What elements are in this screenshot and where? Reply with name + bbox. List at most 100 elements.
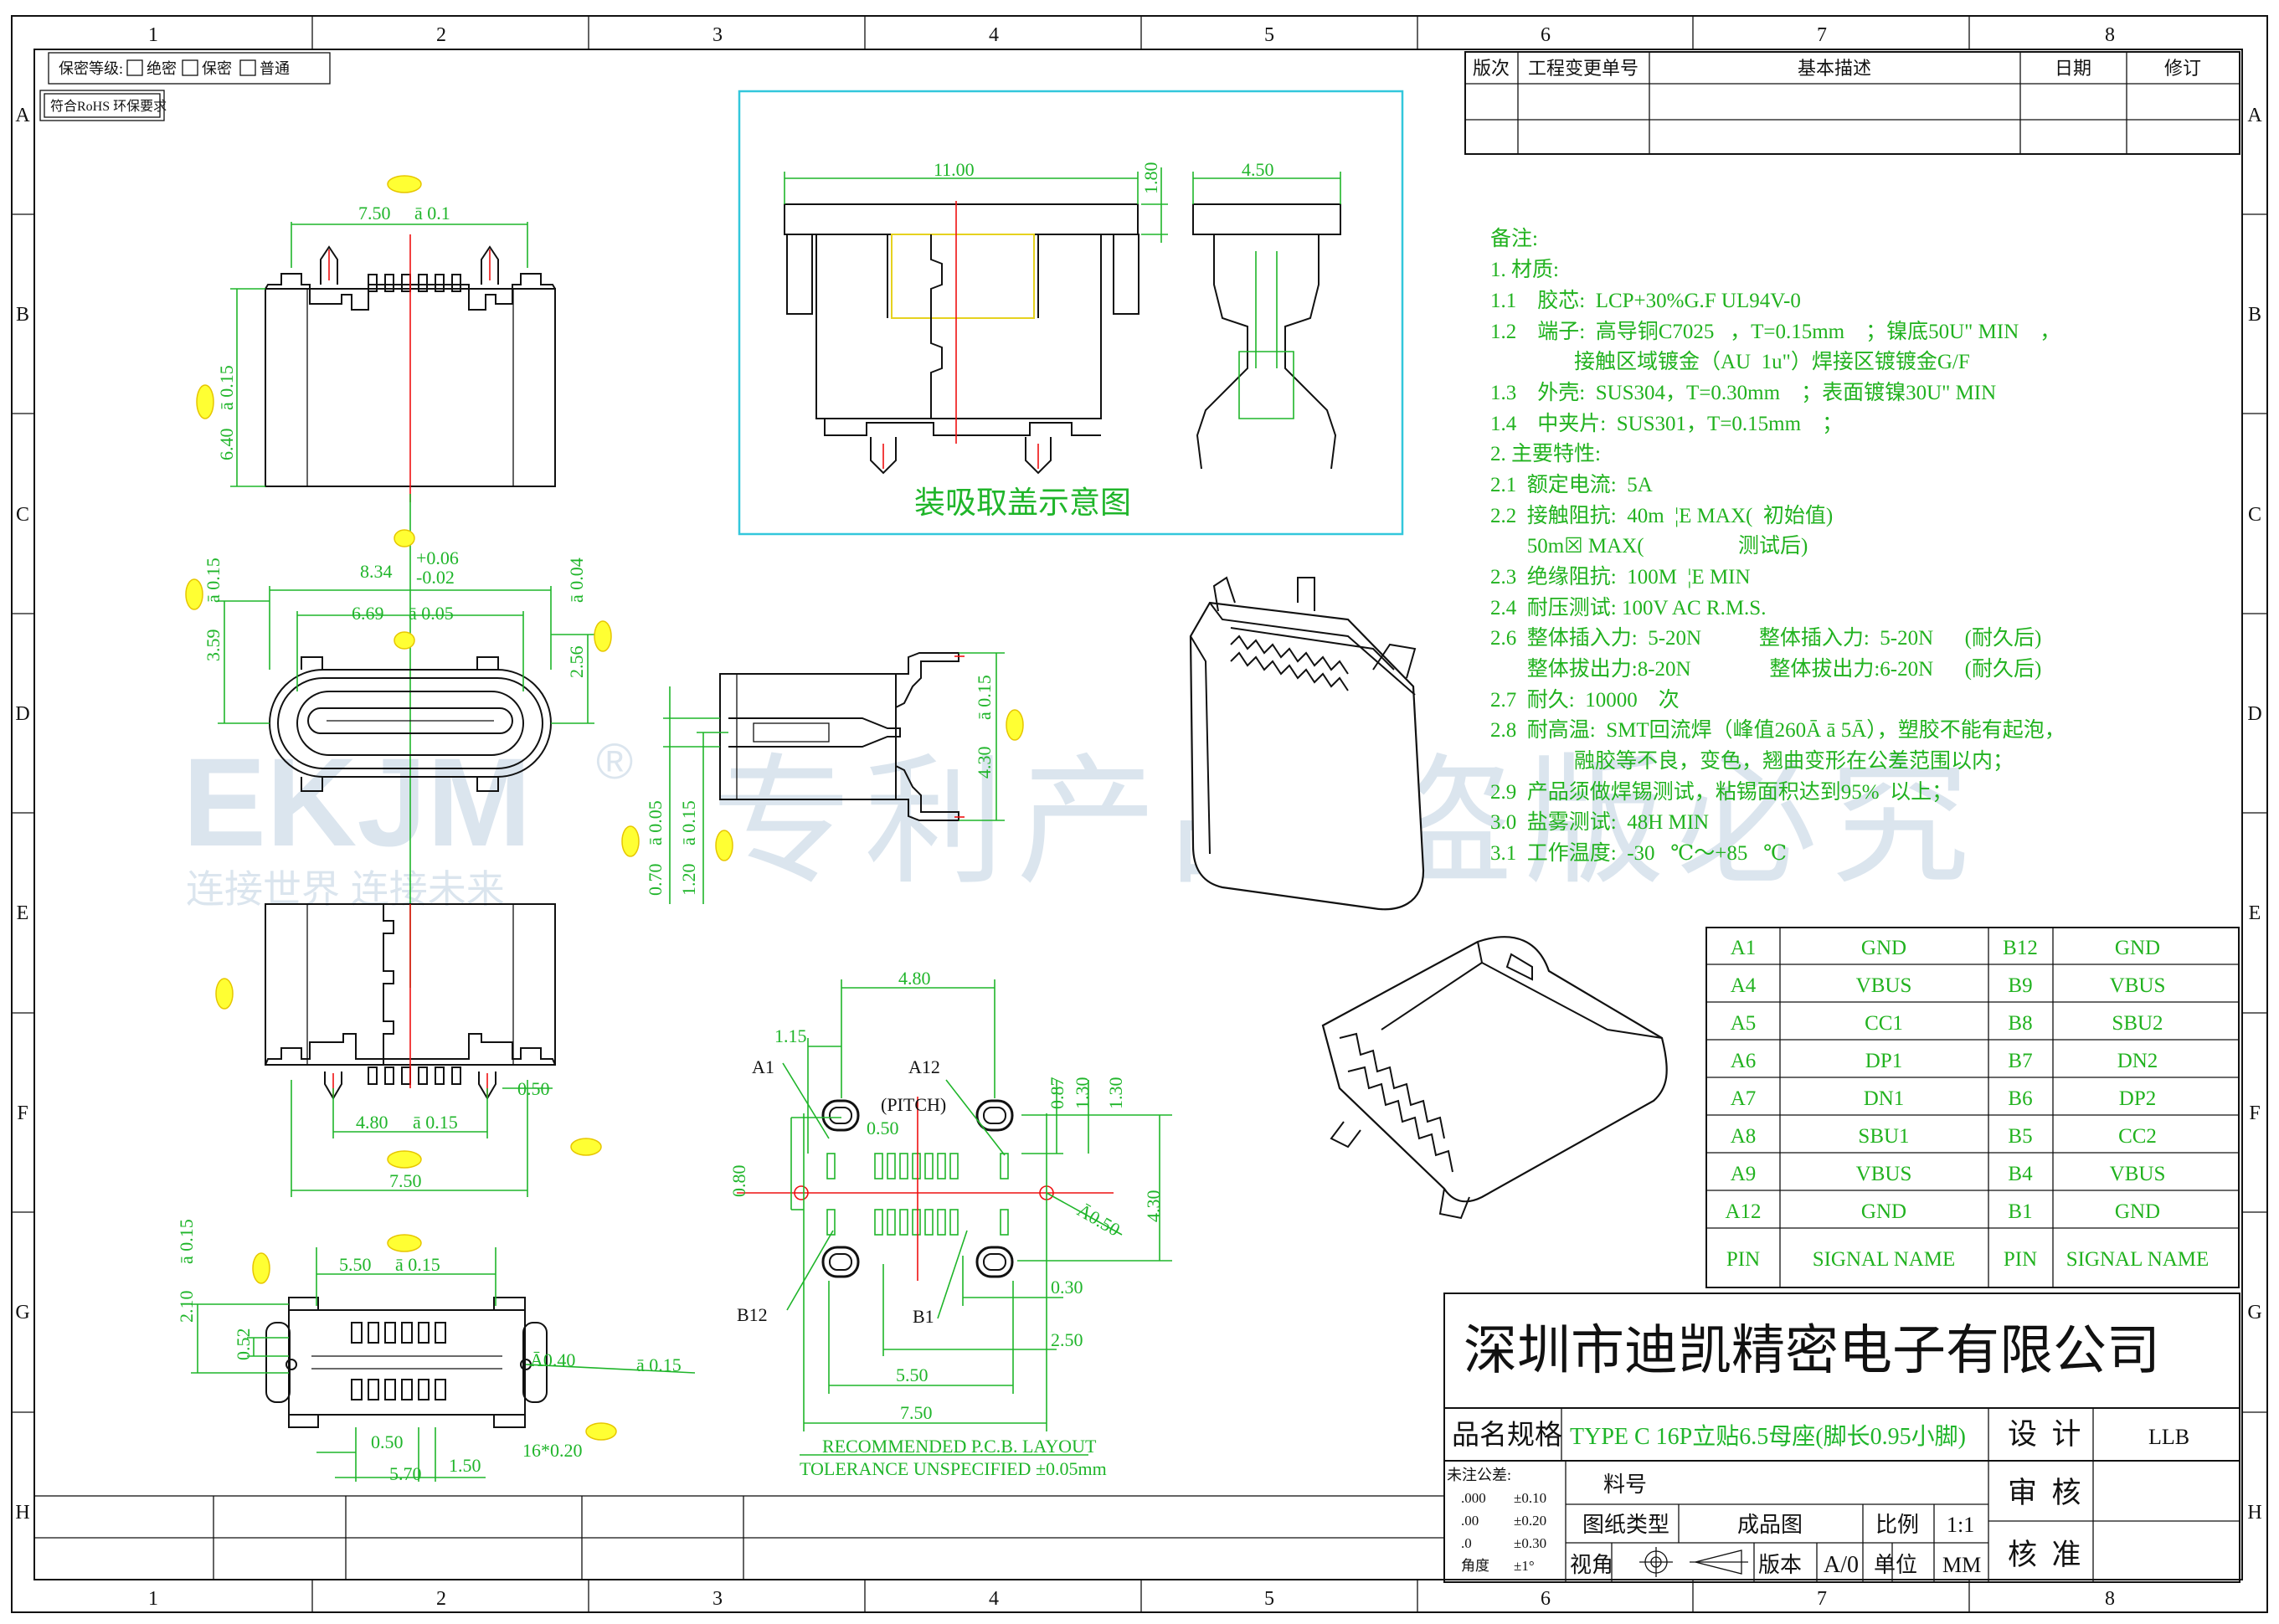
security-option: 保密: [202, 60, 232, 77]
note-line: 2.9 产品须做焊锡测试，粘锡面积达到95% 以上；: [1490, 780, 1952, 804]
revision-header: 修订: [2164, 58, 2201, 79]
pin-cell: B7: [2008, 1050, 2032, 1072]
row-label: D: [15, 703, 29, 725]
note-line: 2.4 耐压测试: 100V AC R.M.S.: [1490, 596, 1766, 619]
projection-symbol-icon: [1639, 1547, 1748, 1577]
row-label: A: [2247, 105, 2262, 126]
security-option: 普通: [260, 60, 290, 77]
product-spec: TYPE C 16P立贴6.5母座(脚长0.95小脚): [1570, 1423, 1966, 1450]
security-checkbox[interactable]: [126, 59, 143, 76]
pin-cell: GND: [1861, 937, 1906, 959]
tolerance-value: ±0.10: [1514, 1490, 1546, 1506]
pin-header: SIGNAL NAME: [2066, 1248, 2210, 1271]
row-label: D: [2247, 703, 2261, 725]
pcb-note: TOLERANCE UNSPECIFIED ±0.05mm: [800, 1458, 1107, 1479]
dim-label: 2.56: [566, 646, 587, 679]
dim-label: ā 0.15: [636, 1354, 682, 1375]
balloon-marker: [585, 1422, 617, 1441]
front-view: 8.34 +0.06 -0.02 6.69 ā 0.05 3.59 ā 0.15…: [185, 494, 612, 988]
dim-label: 0.50: [517, 1078, 550, 1099]
security-option: 绝密: [147, 60, 177, 77]
security-label: 保密等级:: [59, 60, 123, 77]
tolerance-value: ±0.20: [1514, 1513, 1546, 1529]
tolerance-value: ±0.30: [1514, 1535, 1546, 1551]
col-label: 2: [436, 1588, 446, 1610]
dim-label: 0.50: [867, 1118, 899, 1138]
note-line: 3.1 工作温度: -30 ℃～+85 ℃: [1490, 841, 1787, 865]
dim-label: 1.30: [1105, 1077, 1126, 1110]
scale-value: 1:1: [1947, 1513, 1974, 1537]
row-label: B: [2248, 304, 2261, 326]
dim-label: ā 0.15: [203, 558, 224, 603]
bottom-left-grid: [33, 1495, 1445, 1580]
pin-header: SIGNAL NAME: [1813, 1248, 1956, 1271]
approve-label: 核 准: [2008, 1539, 2081, 1571]
pin-cell: B9: [2008, 974, 2032, 997]
col-label: 8: [2105, 24, 2115, 46]
pin-cell: DP1: [1865, 1050, 1902, 1072]
pin-header: PIN: [2004, 1248, 2037, 1271]
pin-cell: GND: [2115, 1200, 2160, 1223]
pin-cell: CC1: [1865, 1012, 1903, 1035]
pin-cell: A6: [1731, 1050, 1757, 1072]
pcb-layout: A1 A12 (PITCH) B12 B1 4.80 1.15 0.50 0.8…: [728, 968, 1172, 1479]
dim-label: 8.34: [360, 561, 393, 582]
dim-label: 1.20: [678, 864, 699, 897]
pin-cell: GND: [2115, 937, 2160, 959]
note-line: 备注:: [1490, 227, 1538, 250]
end-view: 5.50 ā 0.15 2.10 ā 0.15 0.52 Ā0.40 ā 0.1…: [176, 1219, 696, 1484]
dim-label: 4.30: [1143, 1190, 1164, 1223]
pin-label: B1: [913, 1306, 934, 1327]
watermark-logo: EKJM: [183, 732, 532, 872]
pin-label: A12: [908, 1056, 940, 1077]
iso-view-flat: [1321, 936, 1668, 1220]
row-label: C: [16, 504, 29, 526]
cap-caption: 装吸取盖示意图: [914, 486, 1131, 521]
row-label: F: [17, 1102, 28, 1124]
designer-name: LLB: [2148, 1425, 2189, 1449]
dim-label: 3.59: [203, 630, 224, 662]
pin-cell: SBU2: [2112, 1012, 2163, 1035]
dim-label: 7.50: [900, 1402, 933, 1423]
note-line: 50m☒ MAX( 测试后): [1490, 534, 1808, 558]
note-line: 2.6 整体插入力: 5-20N 整体插入力: 5-20N (耐久后): [1490, 626, 2041, 650]
bottom-view: 4.80 ā 0.15 7.50 0.50: [215, 903, 602, 1197]
dim-label: 0.50: [371, 1431, 404, 1452]
dim-label: ā 0.05: [409, 603, 454, 624]
balloon-marker: [215, 978, 234, 1010]
revision-header: 版次: [1473, 58, 1510, 79]
drawing-type-value: 成品图: [1737, 1513, 1803, 1537]
pin-cell: A1: [1731, 937, 1757, 959]
unit-label: 单位: [1874, 1553, 1917, 1577]
dim-label: 4.50: [1242, 159, 1274, 180]
tolerance-key: .000: [1461, 1490, 1486, 1506]
security-checkbox[interactable]: [239, 59, 256, 76]
dim-label: 1.30: [1072, 1077, 1093, 1110]
pin-cell: A12: [1725, 1200, 1761, 1223]
pin-cell: DN1: [1864, 1087, 1905, 1110]
dim-label: ā 0.15: [678, 800, 699, 845]
note-line: 1.3 外壳: SUS304，T=0.30mm ；表面镀镍30U" MIN: [1490, 381, 1996, 404]
col-label: 4: [989, 24, 999, 46]
pin-cell: A8: [1731, 1125, 1757, 1148]
balloon-marker: [715, 830, 733, 861]
pin-cell: DP2: [2119, 1087, 2156, 1110]
security-checkbox[interactable]: [182, 59, 198, 76]
view-angle-label: 视角: [1570, 1553, 1613, 1577]
note-line: 整体拔出力:8-20N 整体拔出力:6-20N (耐久后): [1490, 657, 2041, 681]
company-name: 深圳市迪凯精密电子有限公司: [1464, 1321, 2160, 1380]
pin-cell: DN2: [2117, 1050, 2158, 1072]
dim-label: 0.30: [1051, 1277, 1083, 1298]
col-label: 3: [713, 1588, 723, 1610]
dim-label: +0.06: [416, 547, 459, 568]
title-block: 深圳市迪凯精密电子有限公司 品名规格 TYPE C 16P立贴6.5母座(脚长0…: [1443, 1293, 2240, 1583]
drawing-type-label: 图纸类型: [1582, 1513, 1669, 1537]
balloon-marker: [196, 384, 214, 419]
row-label: H: [15, 1502, 29, 1524]
pin-cell: A5: [1731, 1012, 1757, 1035]
balloon-marker: [570, 1138, 602, 1156]
col-label: 8: [2105, 1588, 2115, 1610]
col-label: 6: [1541, 1588, 1551, 1610]
side-view: 0.70 ā 0.05 1.20 ā 0.15 4.30 ā 0.15: [621, 652, 1024, 904]
